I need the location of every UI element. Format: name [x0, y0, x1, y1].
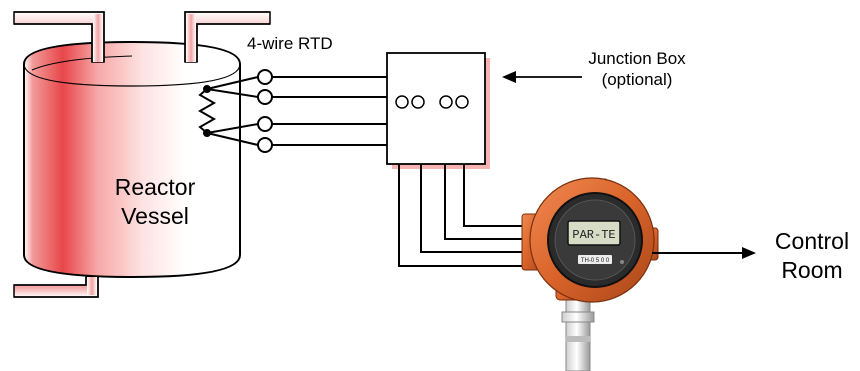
transmitter-wires — [398, 164, 530, 267]
junction-terminal-2 — [411, 95, 425, 109]
rtd-label: 4-wire RTD — [247, 34, 333, 53]
top-left-pipe — [13, 11, 105, 63]
rtd-wires — [272, 76, 387, 146]
top-right-pipe — [184, 11, 271, 63]
junction-box — [386, 52, 490, 169]
control-room-label-line1: Control — [774, 228, 850, 254]
control-room-label: Control Room — [760, 227, 860, 285]
terminal-4 — [257, 137, 273, 153]
rtd-terminals — [257, 69, 273, 153]
transmitter-lcd — [567, 220, 621, 246]
rtd-element — [197, 76, 259, 146]
reactor-vessel-label: Reactor Vessel — [84, 173, 226, 231]
reactor-vessel-label-line2: Vessel — [121, 203, 189, 229]
reactor-vessel-label-line1: Reactor — [114, 174, 196, 200]
junction-box-arrow — [502, 71, 582, 83]
transmitter-plate — [578, 255, 612, 264]
junction-box-label: Junction Box (optional) — [552, 48, 722, 90]
terminal-2 — [257, 89, 273, 105]
junction-box-label-line1: Junction Box — [588, 49, 686, 68]
transmitter-lcd-text: PAR-TE — [572, 228, 615, 242]
junction-terminal-4 — [455, 95, 469, 109]
bottom-pipe — [13, 276, 99, 298]
junction-box-label-line2: (optional) — [601, 70, 673, 89]
reactor-vessel — [23, 40, 241, 279]
junction-terminal-3 — [439, 95, 453, 109]
control-room-arrow — [652, 247, 756, 259]
control-room-label-line2: Room — [781, 257, 843, 283]
terminal-1 — [257, 69, 273, 85]
transmitter-plate-text: TH-0 5 0 0 — [581, 258, 610, 264]
transmitter: PAR-TE TH-0 5 0 0 — [521, 177, 659, 371]
probe-stem — [565, 295, 591, 371]
terminal-3 — [257, 116, 273, 132]
junction-terminal-1 — [395, 95, 409, 109]
